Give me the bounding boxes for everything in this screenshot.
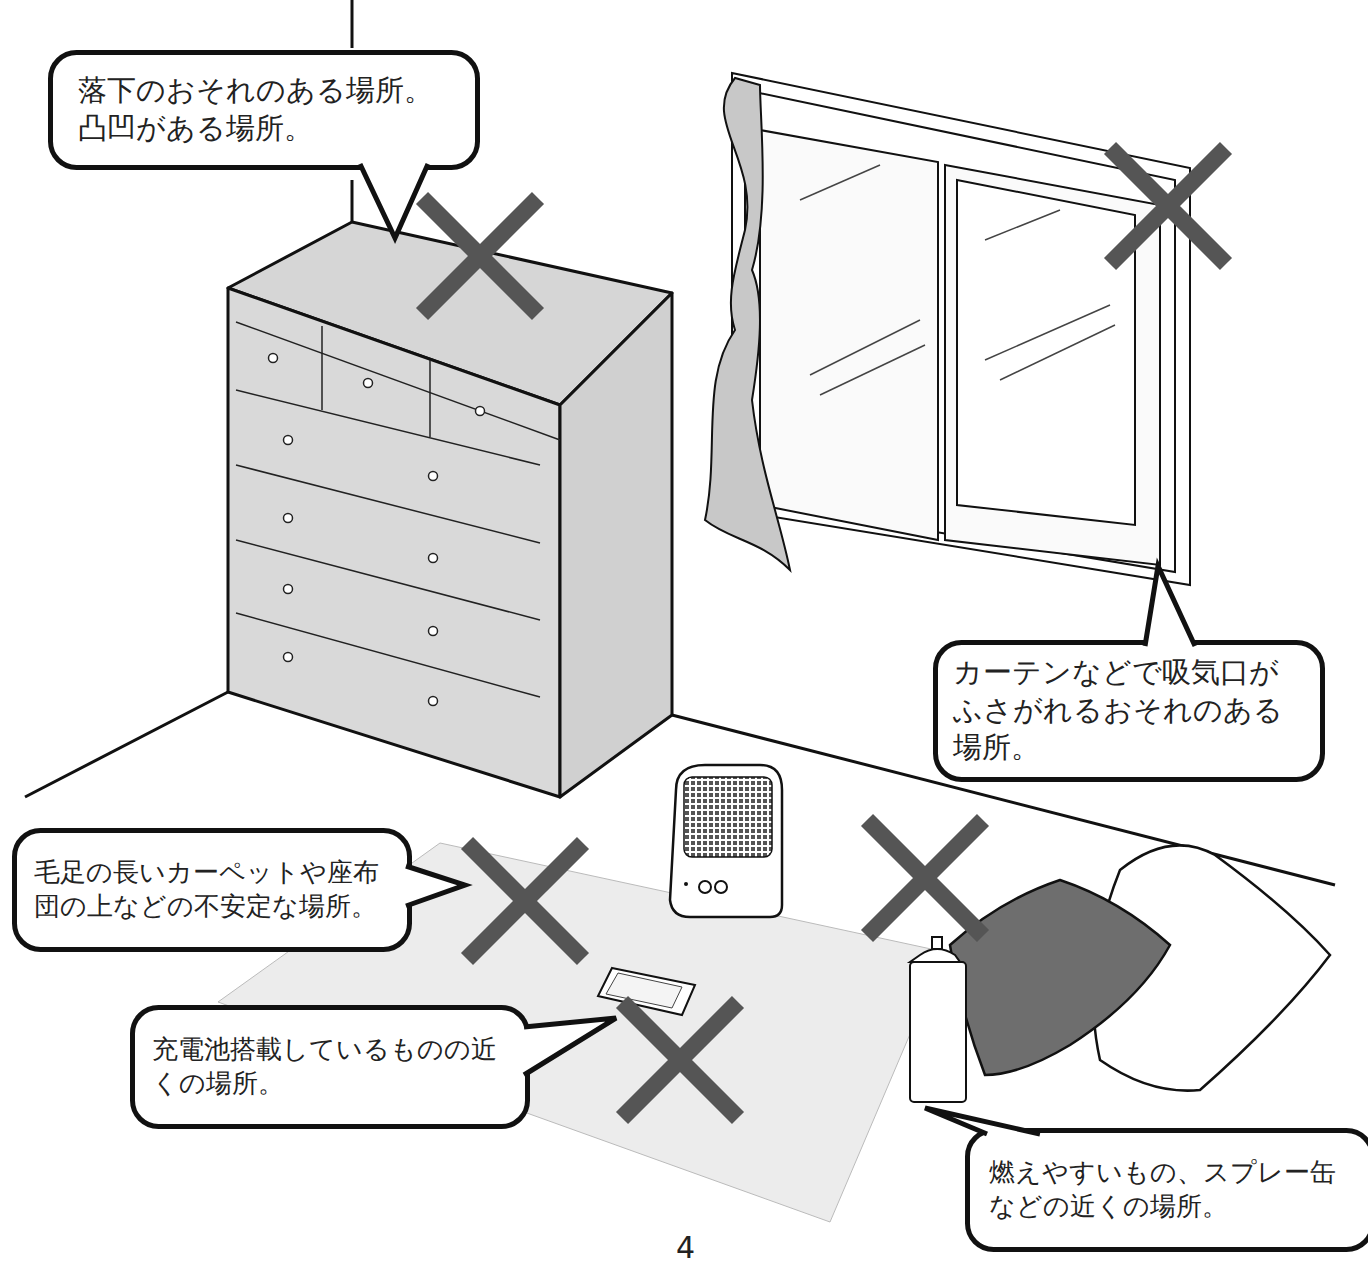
callout-text: 燃えやすいもの、スプレー缶 などの近くの場所。 [989, 1156, 1351, 1224]
bubble-outline [48, 50, 480, 170]
callout-text: 落下のおそれのある場所。 凸凹がある場所。 [78, 72, 450, 147]
callout-bubble: 燃えやすいもの、スプレー缶 などの近くの場所。 [965, 1128, 1368, 1252]
page-number: 4 [676, 1230, 695, 1265]
callout-bubble: カーテンなどで吸気口が ふさがれるおそれのある 場所。 [933, 640, 1325, 782]
callout-bubble: 落下のおそれのある場所。 凸凹がある場所。 [48, 50, 480, 170]
room-lines [25, 0, 1335, 885]
callout-bubble: 毛足の長いカーペットや座布 団の上などの不安定な場所。 [12, 828, 412, 952]
callout-text: 毛足の長いカーペットや座布 団の上などの不安定な場所。 [34, 856, 390, 924]
prohibition-mark [422, 148, 1226, 1118]
bubble-outline [12, 828, 412, 952]
bubble-outline [965, 1128, 1368, 1252]
smartphone [598, 968, 695, 1015]
bubble-outline [130, 1005, 530, 1129]
curtain [705, 78, 790, 570]
callout-text: 充電池搭載しているものの近 くの場所。 [152, 1033, 508, 1101]
drawer-knobs [269, 354, 485, 706]
drawer-lines [236, 322, 560, 697]
heater [670, 765, 782, 917]
spray-can [910, 937, 966, 1102]
cushions [950, 845, 1330, 1090]
chest-of-drawers [228, 222, 672, 797]
glass-reflections [800, 165, 1115, 395]
callout-bubble: 充電池搭載しているものの近 くの場所。 [130, 1005, 530, 1129]
callout-text: カーテンなどで吸気口が ふさがれるおそれのある 場所。 [953, 654, 1305, 767]
